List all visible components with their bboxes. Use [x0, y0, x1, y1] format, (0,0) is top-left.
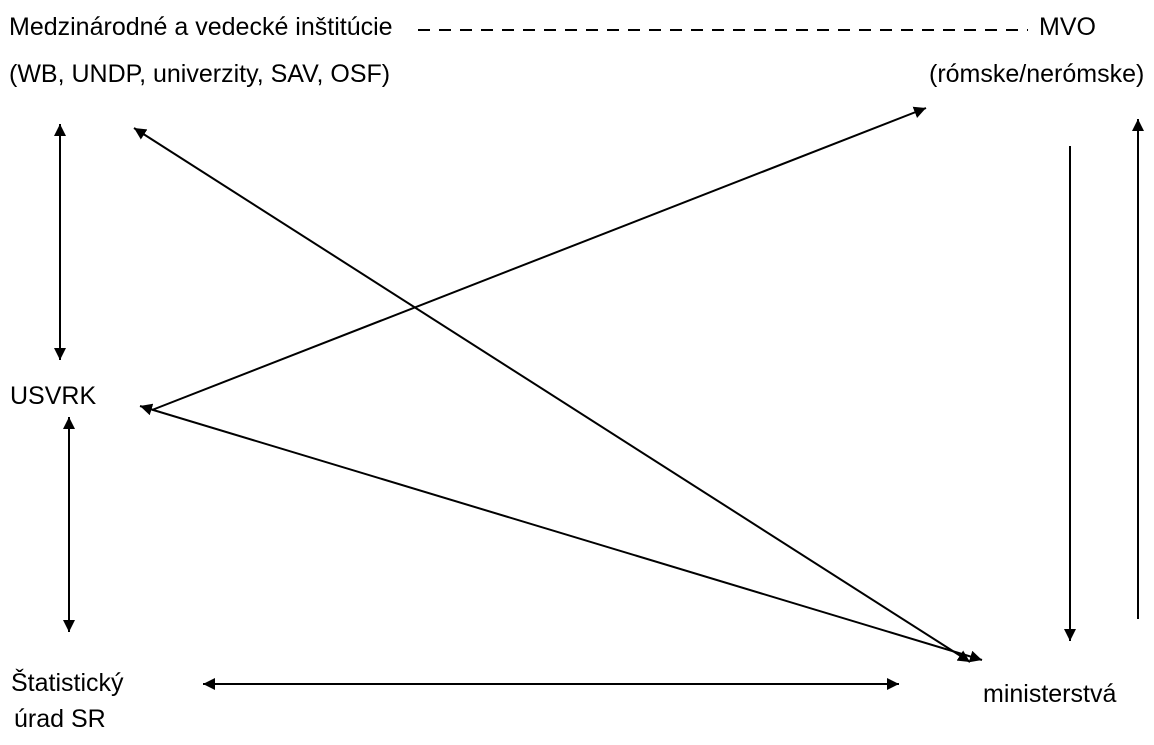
- edge-usvrk-ministries: [139, 403, 983, 663]
- node-institutions-title: Medzinárodné a vedecké inštitúcie: [9, 13, 393, 41]
- edge-ministries-institutions: [133, 127, 971, 663]
- node-statistics-office-line1: Štatistický: [11, 669, 124, 697]
- node-institutions-subtitle: (WB, UNDP, univerzity, SAV, OSF): [9, 60, 391, 88]
- edge-usvrk-ngo: [151, 106, 927, 411]
- node-ministries: ministerstvá: [983, 680, 1117, 708]
- node-ngo-title: MVO: [1039, 13, 1096, 41]
- node-ngo-subtitle: (rómske/nerómske): [929, 60, 1145, 88]
- node-usvrk: USVRK: [10, 382, 97, 410]
- node-statistics-office-line2: úrad SR: [14, 705, 106, 733]
